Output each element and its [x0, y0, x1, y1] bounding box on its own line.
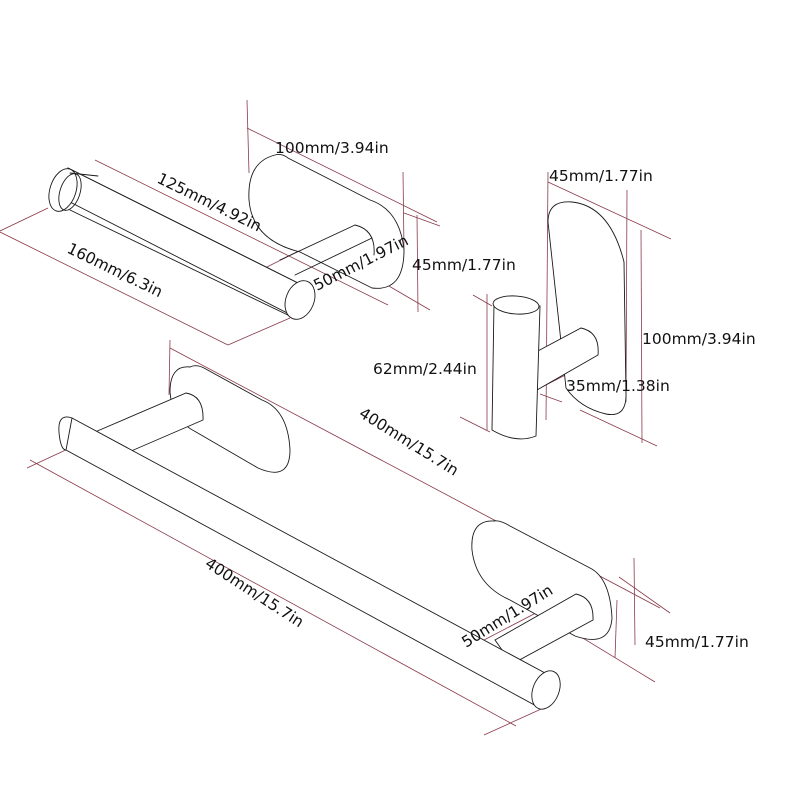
towel-bar-left-plate	[169, 365, 291, 473]
tp-plate-length-label: 100mm/3.94in	[275, 139, 389, 157]
tp-roll-rod	[48, 167, 316, 320]
tp-plate-width-label: 45mm/1.77in	[412, 256, 516, 274]
hook-dimension-lines	[459, 171, 672, 447]
hook-height-label: 62mm/2.44in	[373, 360, 477, 378]
towel-bar-dimension-lines	[26, 339, 671, 736]
robe-hook: 45mm/1.77in 100mm/3.94in 62mm/2.44in 35m…	[373, 167, 756, 447]
towel-bar: 400mm/15.7in 400mm/15.7in 50mm/1.97in 45…	[26, 339, 749, 736]
hook-projection-label: 35mm/1.38in	[566, 377, 670, 395]
towel-bar-rod	[58, 416, 561, 710]
towel-bar-mount-span-label: 400mm/15.7in	[356, 404, 462, 479]
toilet-paper-holder: 100mm/3.94in 125mm/4.92in 160mm/6.3in 50…	[0, 99, 516, 346]
tp-mount-plate	[248, 153, 405, 289]
towel-bar-right-support	[494, 593, 594, 665]
towel-bar-left-support	[94, 392, 204, 459]
hook-cylinder	[491, 295, 541, 440]
hook-plate-width-label: 45mm/1.77in	[549, 167, 653, 185]
towel-bar-plate-width-label: 45mm/1.77in	[645, 633, 749, 651]
hook-arm	[535, 327, 599, 391]
hook-plate-height-label: 100mm/3.94in	[642, 330, 756, 348]
tp-dimension-lines	[0, 99, 441, 346]
tp-support-arm	[279, 224, 375, 276]
